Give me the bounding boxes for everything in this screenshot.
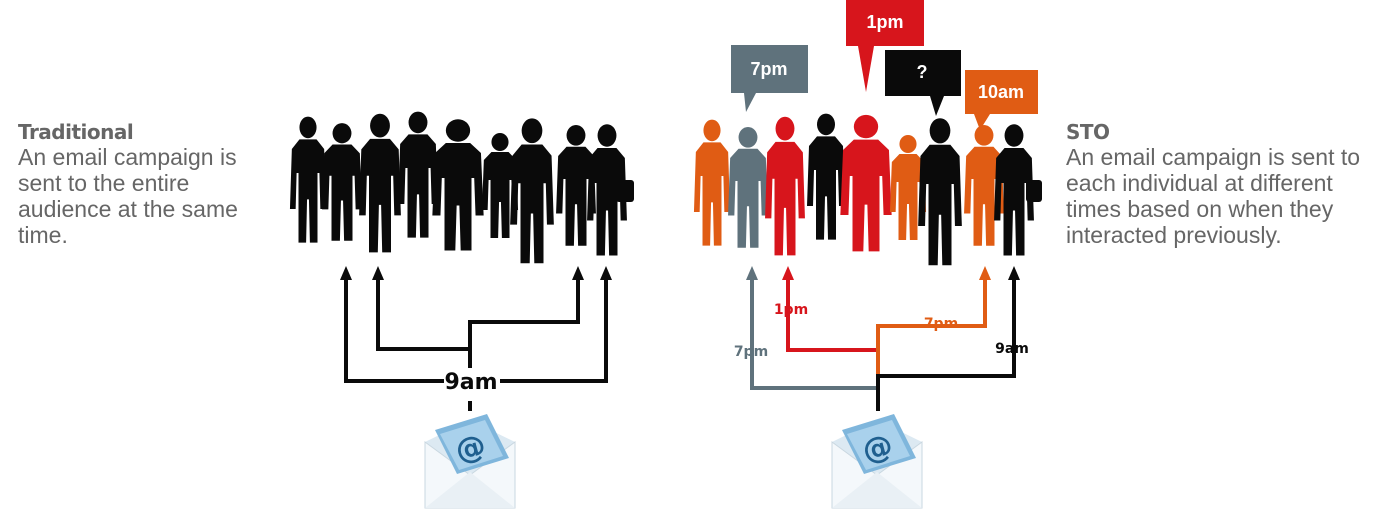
traditional-send-time: 9am [444, 370, 497, 395]
person-silhouette-icon [510, 118, 554, 264]
bubble-question: ? [885, 50, 961, 116]
sto-connectors [750, 278, 1016, 411]
sto-send-time-9am: 9am [995, 341, 1029, 357]
bag-icon [1026, 180, 1042, 202]
bag-icon [616, 180, 634, 202]
person-silhouette-icon [432, 119, 484, 251]
sto-description: An email campaign is sent to each indivi… [1066, 144, 1361, 248]
person-silhouette-icon [918, 118, 962, 266]
email-envelope-icon: @ [424, 413, 516, 509]
bubble-label: 7pm [750, 59, 787, 79]
person-silhouette-icon [693, 119, 731, 246]
person-silhouette-icon [359, 113, 401, 253]
sto-send-time-7pm-orange: 7pm [924, 316, 958, 332]
person-silhouette-icon [398, 111, 438, 238]
bubble-1pm: 1pm [846, 0, 924, 92]
email-envelope-icon: @ [831, 413, 923, 509]
person-silhouette-icon [807, 113, 845, 240]
person-silhouette-icon [765, 116, 805, 256]
traditional-crowd [289, 111, 634, 264]
sto-arrowheads [746, 266, 1020, 280]
person-silhouette-icon [728, 126, 768, 248]
sto-title: STO [1066, 120, 1110, 144]
person-silhouette-icon [840, 114, 892, 252]
sto-crowd [693, 113, 1042, 266]
sto-send-time-7pm-grey: 7pm [734, 344, 768, 360]
bubble-10am: 10am [965, 70, 1038, 130]
bubble-label: ? [917, 62, 928, 82]
traditional-description: An email campaign is sent to the entire … [18, 144, 238, 248]
bubble-label: 10am [978, 82, 1024, 102]
sto-send-time-1pm: 1pm [774, 302, 808, 318]
traditional-title: Traditional [18, 120, 134, 144]
bubble-7pm: 7pm [731, 45, 808, 112]
person-silhouette-icon [289, 116, 327, 243]
traditional-caption: Traditional An email campaign is sent to… [18, 120, 268, 248]
person-silhouette-icon [322, 123, 362, 241]
traditional-connectors [344, 278, 608, 411]
bubble-label: 1pm [866, 12, 903, 32]
traditional-arrowheads [340, 266, 612, 280]
sto-caption: STO An email campaign is sent to each in… [1066, 120, 1366, 248]
